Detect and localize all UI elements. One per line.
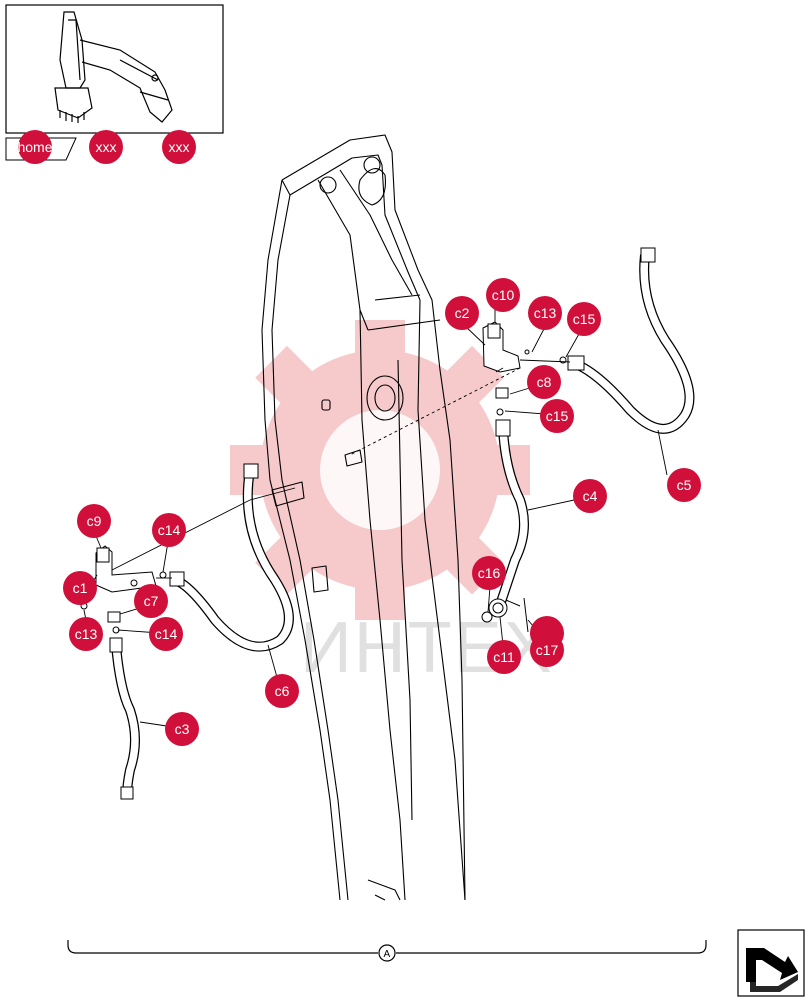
callout-label: c6 <box>275 683 290 699</box>
callout-bubble <box>530 633 564 667</box>
callout-c13a[interactable]: c13 <box>69 617 103 651</box>
callout-label: c2 <box>455 305 470 321</box>
breadcrumb-xxx-2[interactable]: xxx <box>162 130 196 164</box>
callout-bubble <box>165 712 199 746</box>
callout-bubble <box>540 399 574 433</box>
home-label: home <box>17 139 52 155</box>
dimension-line <box>67 940 707 962</box>
callout-c14a[interactable]: c14 <box>152 513 186 547</box>
callout-c4[interactable]: c4 <box>573 479 607 513</box>
callout-bubble <box>528 296 562 330</box>
leader-lines-left <box>83 487 296 729</box>
hose-c4 <box>495 419 529 607</box>
callout-c8[interactable]: c8 <box>527 365 561 399</box>
home-button[interactable]: home <box>17 130 53 164</box>
callout-label: c13 <box>75 626 98 642</box>
callout-bubble <box>567 302 601 336</box>
callout-label: c10 <box>492 287 515 303</box>
callout-label: c3 <box>175 721 190 737</box>
hose-c3 <box>109 637 140 800</box>
next-page-arrow-icon <box>746 948 798 992</box>
hose-c5 <box>567 247 695 434</box>
callout-label: c15 <box>573 311 596 327</box>
callout-bubble <box>527 365 561 399</box>
callout-bubble <box>265 674 299 708</box>
callout-bubble <box>63 571 97 605</box>
callout-bubble <box>486 278 520 312</box>
callout-bubble <box>152 513 186 547</box>
callout-label: c5 <box>677 477 692 493</box>
callout-c16[interactable]: c16 <box>472 556 506 590</box>
fittings-right <box>481 321 567 633</box>
callout-c17[interactable]: c17 <box>530 633 564 667</box>
callout-c2[interactable]: c2 <box>445 296 479 330</box>
callout-c14b[interactable]: c14 <box>149 617 183 651</box>
callout-bubble <box>69 617 103 651</box>
callout-label: c17 <box>536 642 559 658</box>
callout-c15a[interactable]: c15 <box>567 302 601 336</box>
breadcrumb-xxx-1[interactable]: xxx <box>89 130 123 164</box>
callout-c15b[interactable]: c15 <box>540 399 574 433</box>
breadcrumb-label-1: xxx <box>96 139 117 155</box>
callout-label: c14 <box>158 522 181 538</box>
callout-bubble <box>487 640 521 674</box>
callout-bubble <box>77 504 111 538</box>
callout-label: c16 <box>478 565 501 581</box>
callout-c11[interactable]: c11 <box>487 640 521 674</box>
watermark-gear-hole <box>320 410 440 530</box>
callout-label: c7 <box>144 593 159 609</box>
callout-bubble <box>445 296 479 330</box>
callout-bubble <box>573 479 607 513</box>
callout-bubble <box>149 617 183 651</box>
callout-label: c11 <box>493 649 515 665</box>
callout-bubble <box>667 468 701 502</box>
part-callouts: c9 c14 c1 c7 c13 c14 c3 c6 c10 c2 c13 c15 c8 c15 c5 c4 c… <box>63 278 701 746</box>
next-page-button[interactable] <box>737 929 805 997</box>
callout-c7[interactable]: c7 <box>134 584 168 618</box>
thumbnail-excavator-arm-icon <box>54 11 173 123</box>
callout-c13b[interactable]: c13 <box>528 296 562 330</box>
boom-outline <box>261 134 466 901</box>
callout-label: c15 <box>546 408 569 424</box>
breadcrumb-label-2: xxx <box>169 139 190 155</box>
callout-label: c8 <box>537 374 552 390</box>
dimension-label: A <box>384 949 391 960</box>
callout-label: c9 <box>87 513 102 529</box>
callout-c10[interactable]: c10 <box>486 278 520 312</box>
callout-c9[interactable]: c9 <box>77 504 111 538</box>
callout-bubble <box>472 556 506 590</box>
fittings-left <box>80 545 167 634</box>
callout-c1[interactable]: c1 <box>63 571 97 605</box>
callout-label: c4 <box>583 488 598 504</box>
callout-label: c1 <box>73 580 88 596</box>
callout-c3[interactable]: c3 <box>165 712 199 746</box>
callout-c6[interactable]: c6 <box>265 674 299 708</box>
callout-bubble <box>134 584 168 618</box>
callout-label: c13 <box>534 305 557 321</box>
callout-label: c14 <box>155 626 178 642</box>
callout-c5[interactable]: c5 <box>667 468 701 502</box>
hose-c6 <box>169 463 294 652</box>
